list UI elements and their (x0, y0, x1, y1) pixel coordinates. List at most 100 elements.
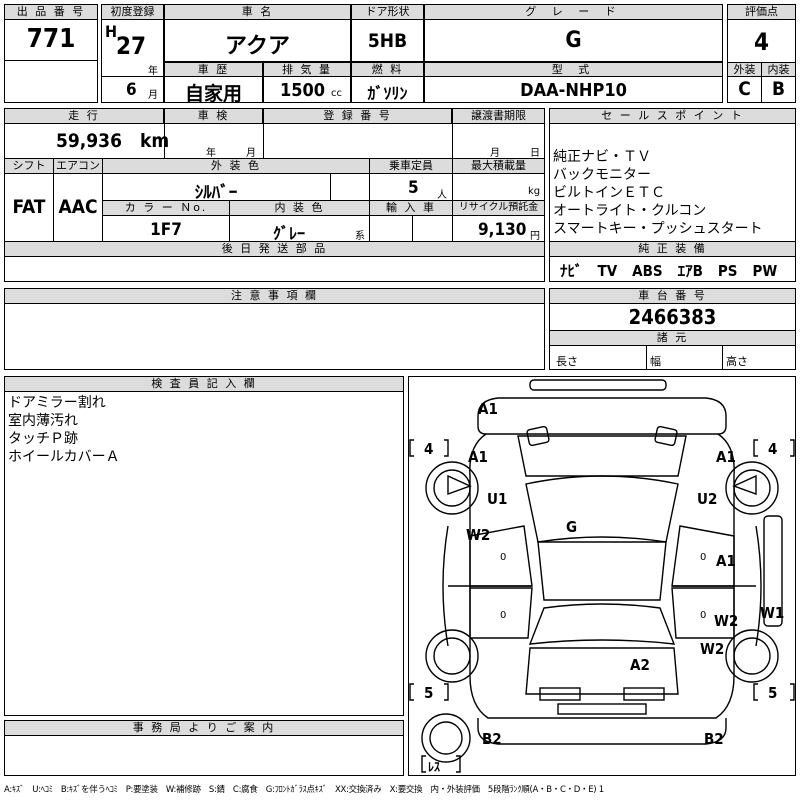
mileage: 59,936 (56, 130, 122, 152)
sales-points-label: セ ー ル ス ポ イ ン ト (549, 108, 796, 124)
kg-unit: kg (528, 186, 541, 197)
yen-unit: 円 (530, 231, 540, 242)
chassis-number: 2466383 (628, 305, 717, 329)
max-load-label: 最大積載量 (452, 158, 545, 174)
mark-windshield: G (566, 518, 578, 536)
sales-point-4: オートライト・クルコン (553, 203, 707, 219)
later-parts-label: 後 日 発 送 部 品 (4, 241, 545, 257)
mark-front-right-fender: A1 (716, 448, 736, 466)
displacement-label: 排 気 量 (263, 62, 351, 77)
first-registration-label: 初度登録 (101, 4, 164, 20)
mark-rear-right: B2 (704, 730, 724, 748)
mark-right-rear-door: W2 (714, 612, 739, 630)
shift-label: シフト (4, 158, 54, 174)
car-name: アクア (225, 34, 290, 59)
int-color-suffix: 系 (355, 231, 365, 242)
int-color-label: 内 装 色 (229, 200, 370, 216)
ac: AAC (58, 196, 98, 218)
length-label: 長さ (556, 355, 578, 368)
year-unit: 年 (148, 66, 158, 77)
score-label: 評価点 (727, 4, 796, 20)
model: DAA-NHP10 (520, 80, 627, 101)
sales-point-5: スマートキー・プッシュスタート (553, 221, 763, 237)
exterior-grade: C (738, 78, 751, 100)
specs-label: 諸 元 (549, 330, 796, 346)
exterior-label: 外装 (727, 62, 762, 77)
lot-number-label: 出 品 番 号 (4, 4, 98, 20)
mark-left-front-u: U1 (487, 490, 508, 508)
fuel-label: 燃 料 (351, 62, 424, 77)
mileage-label: 走 行 (4, 108, 164, 124)
color-no: 1F7 (150, 220, 182, 240)
history-label: 車 歴 (164, 62, 263, 77)
width-label: 幅 (650, 355, 661, 368)
reg-month: 6 (126, 80, 137, 100)
mark-right-front-door: A1 (716, 552, 736, 570)
notes-label: 注 意 事 項 欄 (4, 288, 545, 304)
mark-front-bumper: A1 (478, 400, 498, 418)
door-label: ドア形状 (351, 4, 424, 20)
import-label: 輸 入 車 (369, 200, 453, 216)
genuine-equipment-label: 純 正 装 備 (549, 241, 796, 257)
car-name-label: 車 名 (164, 4, 351, 20)
car-diagram (409, 379, 795, 773)
sales-point-2: バックモニター (553, 167, 651, 183)
shift: FAT (12, 196, 46, 218)
reg-no-label: 登 録 番 号 (263, 108, 452, 124)
inspector-note-1: ドアミラー割れ (8, 395, 106, 411)
score: 4 (753, 28, 770, 56)
interior-label: 内装 (761, 62, 796, 77)
sales-point-3: ビルトインＥＴＣ (553, 185, 665, 201)
month-unit: 月 (148, 90, 158, 101)
tire-rear-left-label: 5 (424, 684, 434, 702)
interior-grade: B (771, 78, 786, 100)
reg-year: 27 (116, 32, 147, 60)
transfer-day-unit: 日 (530, 148, 540, 159)
chassis-label: 車 台 番 号 (549, 288, 796, 304)
ext-color: ｼﾙﾊﾞｰ (194, 183, 238, 203)
sales-point-1: 純正ナビ・ＴＶ (553, 149, 651, 165)
recycle-label: リサイクル預託金 (452, 200, 545, 216)
height-label: 高さ (726, 355, 748, 368)
inspector-note-2: 室内薄汚れ (8, 413, 78, 429)
era: H (105, 22, 118, 41)
spare-tire-label: ﾚｽ (428, 760, 441, 774)
grade-label: グ レ ー ド (424, 4, 723, 20)
mark-front-left-fender: A1 (468, 448, 488, 466)
int-color: ｸﾞﾚｰ (272, 224, 305, 243)
tire-front-right-label: 4 (768, 440, 778, 458)
left-rear-door-zero: 0 (500, 610, 507, 621)
inspector-label: 検 査 員 記 入 欄 (4, 376, 404, 392)
displacement: 1500 (280, 80, 326, 101)
legend: A:ｷｽﾞ U:ﾍｺﾐ B:ｷｽﾞを伴うﾍｺﾐ P:要塗装 W:補修跡 S:錆 … (4, 785, 604, 795)
recycle-fee: 9,130 (478, 220, 527, 240)
capacity: 5 (408, 178, 419, 198)
tire-front-left-label: 4 (424, 440, 434, 458)
inspection-month-unit: 月 (246, 148, 256, 159)
door-type: 5HB (367, 30, 408, 52)
grade: G (565, 28, 582, 53)
transfer-label: 譲渡書期限 (452, 108, 545, 124)
lot-number: 771 (26, 24, 76, 54)
mark-right-rear-fender: W2 (700, 640, 725, 658)
history: 自家用 (184, 83, 242, 105)
office-label: 事 務 局 よ り ご 案 内 (4, 720, 404, 736)
model-label: 型 式 (424, 62, 723, 77)
inspector-note-3: タッチＰ跡 (8, 431, 78, 447)
mark-rear-panel: A2 (630, 656, 650, 674)
right-rear-door-zero: 0 (700, 610, 707, 621)
ext-color-label: 外 装 色 (102, 158, 370, 174)
car-diagram-frame (408, 376, 796, 776)
capacity-label: 乗車定員 (369, 158, 453, 174)
cc-unit: cc (331, 88, 342, 99)
left-front-door-zero: 0 (500, 552, 507, 563)
tire-rear-right-label: 5 (768, 684, 778, 702)
mark-rear-left: B2 (482, 730, 502, 748)
capacity-unit: 人 (437, 190, 447, 201)
genuine-equipment: ﾅﾋﾞ TV ABS ｴｱB PS PW (560, 262, 778, 280)
ac-label: エアコン (53, 158, 103, 174)
mark-left-door: W2 (466, 526, 491, 544)
transfer-month-unit: 月 (490, 148, 500, 159)
mark-right-front-u: U2 (697, 490, 718, 508)
color-no-label: カ ラ ー Ｎo. (102, 200, 230, 216)
